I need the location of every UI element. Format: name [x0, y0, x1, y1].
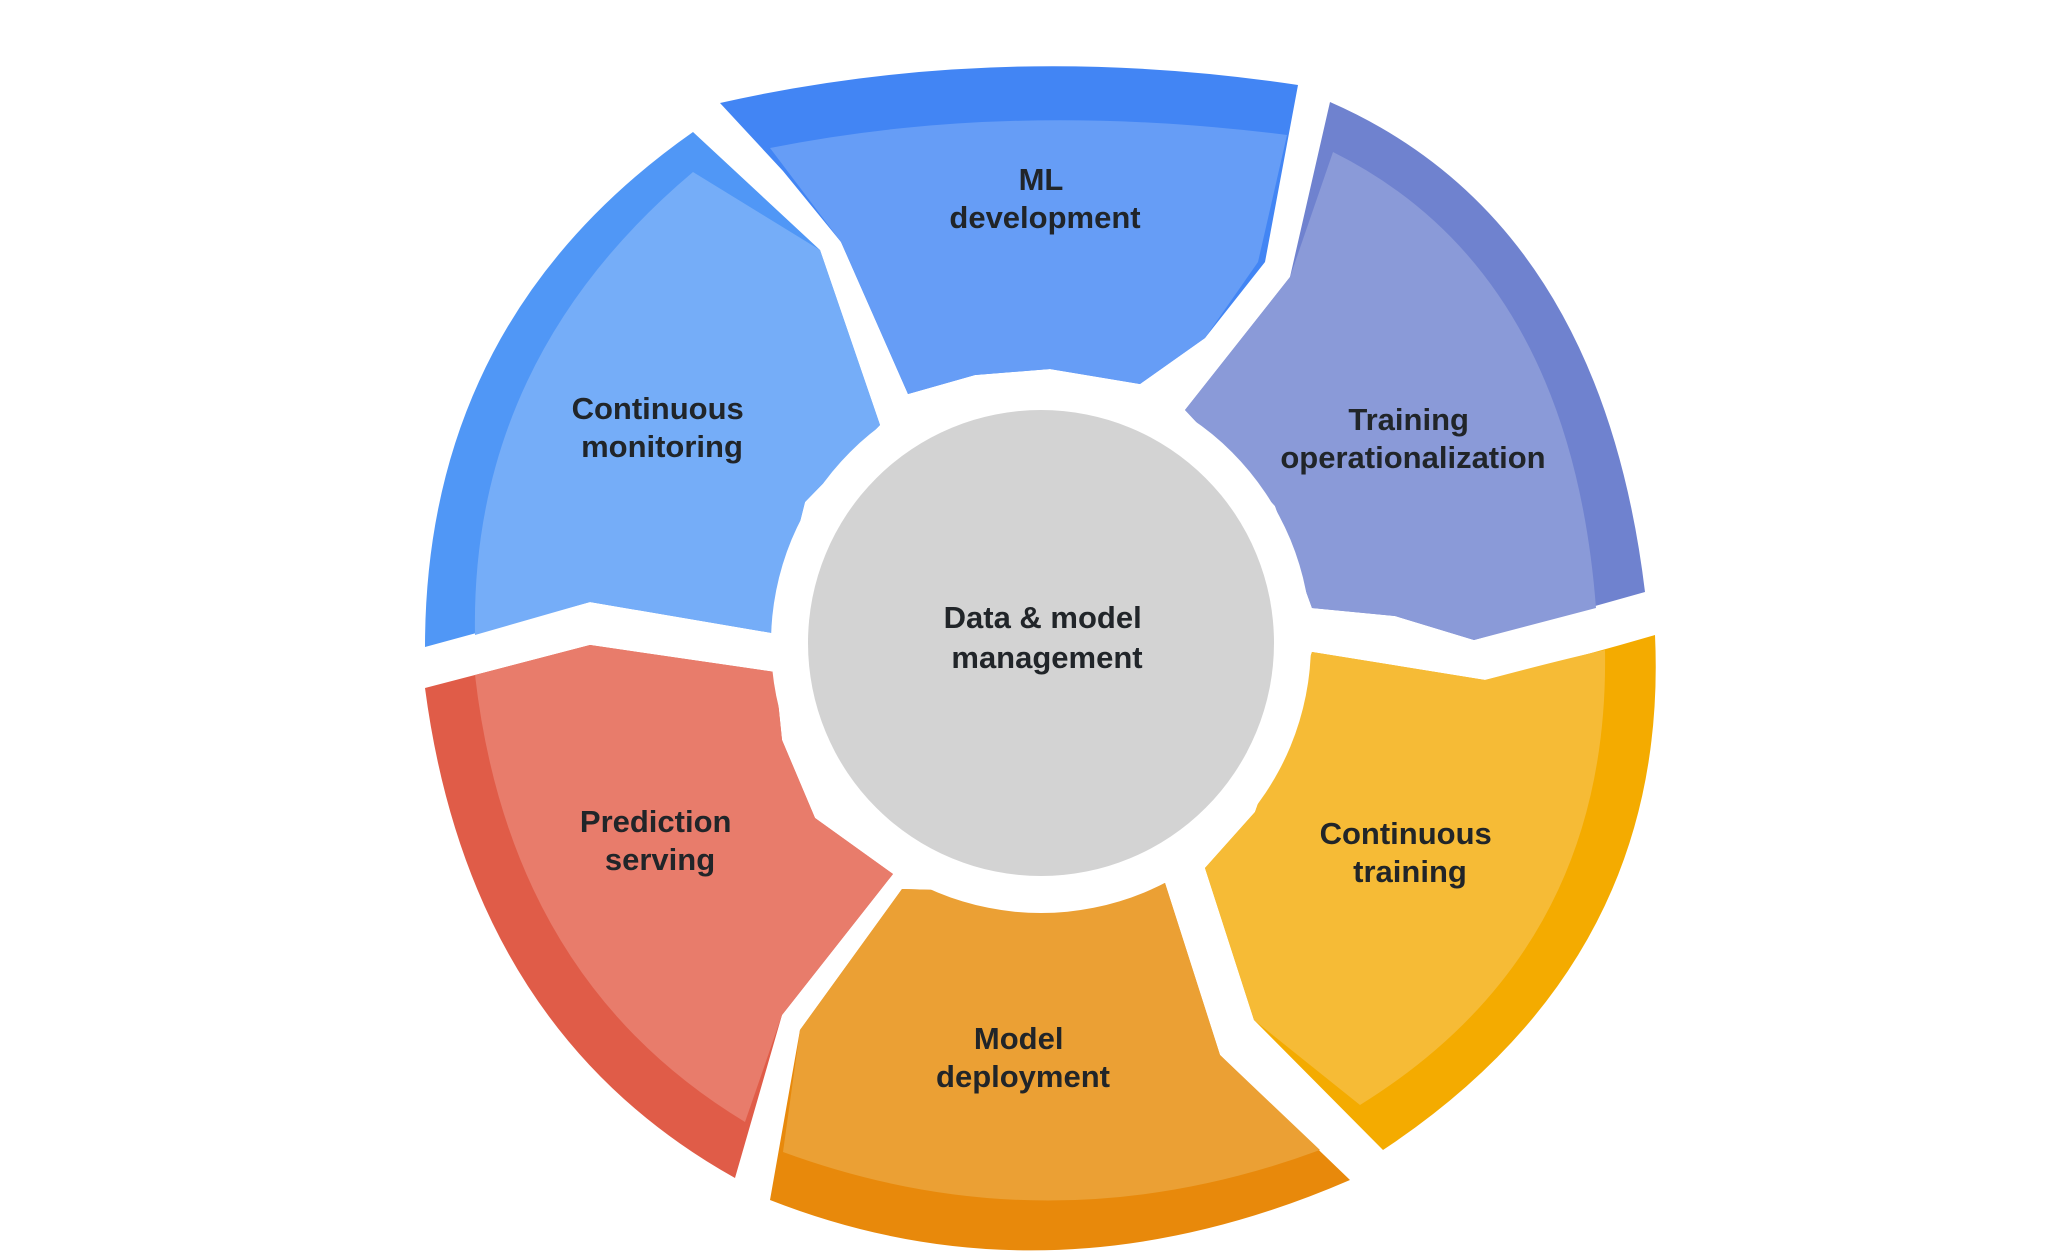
segment-training-operationalization-inner: [1185, 152, 1596, 640]
segment-ml-development-inner: [770, 120, 1287, 394]
segment-continuous-monitoring-label-line1: Continuous: [572, 391, 744, 426]
segment-ml-development-label: ML development: [949, 162, 1140, 235]
center-hub-label: Data & model management: [944, 600, 1151, 675]
segment-continuous-monitoring-label: Continuous monitoring: [572, 391, 753, 464]
segment-training-operationalization-label-line1: Training: [1348, 402, 1469, 437]
segment-ml-development: ML development: [720, 66, 1298, 394]
segment-prediction-serving-label-line2: serving: [605, 842, 715, 877]
segment-prediction-serving: Prediction serving: [425, 645, 893, 1178]
segment-continuous-training-inner: [1205, 650, 1606, 1105]
segment-ml-development-label-line1: ML: [1019, 162, 1063, 197]
segment-model-deployment-label-line1: Model: [974, 1021, 1064, 1056]
segment-continuous-training-label-line2: training: [1353, 854, 1467, 889]
segment-model-deployment-inner: [783, 883, 1320, 1201]
center-hub-label-line1: Data & model: [944, 600, 1142, 635]
segment-continuous-training-label: Continuous training: [1320, 816, 1501, 889]
segment-continuous-training: Continuous training: [1205, 635, 1656, 1150]
segment-continuous-training-label-line1: Continuous: [1320, 816, 1492, 851]
segment-continuous-monitoring-inner: [474, 172, 880, 635]
center-hub-circle: [808, 410, 1274, 876]
center-hub: Data & model management: [771, 373, 1311, 913]
segment-prediction-serving-label: Prediction serving: [580, 804, 740, 877]
segment-prediction-serving-inner: [475, 645, 893, 1122]
segment-ml-development-label-line2: development: [949, 200, 1140, 235]
segment-continuous-monitoring: Continuous monitoring: [425, 132, 880, 647]
segment-training-operationalization-label-line2: operationalization: [1280, 440, 1545, 475]
segment-model-deployment: Model deployment: [770, 883, 1350, 1251]
segment-prediction-serving-label-line1: Prediction: [580, 804, 732, 839]
segment-continuous-monitoring-label-line2: monitoring: [581, 429, 743, 464]
segment-model-deployment-label-line2: deployment: [936, 1059, 1110, 1094]
center-hub-label-line2: management: [951, 640, 1142, 675]
segment-model-deployment-label: Model deployment: [936, 1021, 1110, 1094]
segment-training-operationalization-label: Training operationalization: [1280, 402, 1545, 475]
segment-training-operationalization: Training operationalization: [1185, 102, 1645, 640]
